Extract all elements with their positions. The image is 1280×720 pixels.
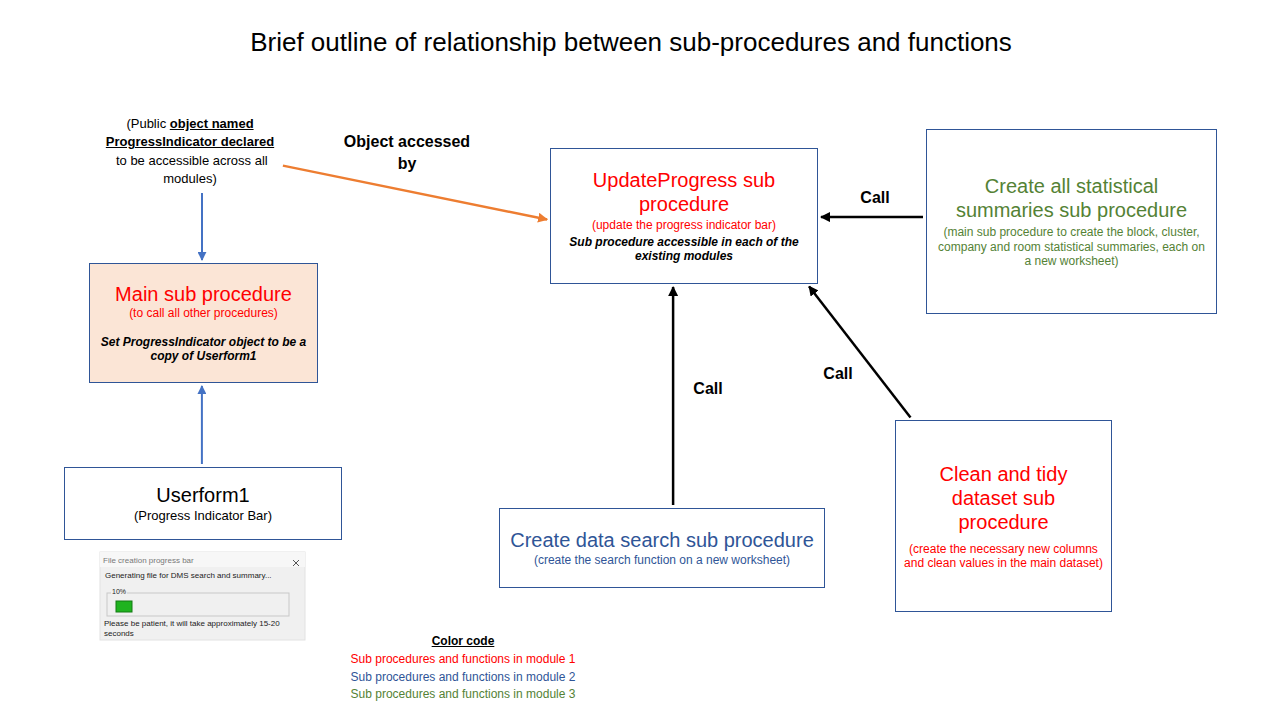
legend-entry: Sub procedures and functions in module 2	[300, 669, 626, 687]
node-body: (create the necessary new columns and cl…	[904, 542, 1103, 571]
node-heading: Clean and tidy dataset sub procedure	[904, 462, 1103, 534]
window-titlebar	[100, 552, 305, 567]
process-box: Clean and tidy dataset sub procedure (cre…	[895, 420, 1112, 612]
edge-label: Call	[853, 187, 897, 209]
node-body: Sub procedure accessible in each of the …	[559, 235, 809, 264]
connector-arrow	[201, 193, 203, 260]
group-frame	[107, 593, 289, 616]
status-text: Generating file for DMS search and summa…	[105, 571, 295, 581]
legend-text: Sub procedures and functions in module 2	[351, 670, 576, 684]
userform-box: Userform1(Progress Indicator Bar)	[64, 467, 342, 540]
connector-arrow	[283, 166, 547, 220]
edge-label: Call	[816, 363, 860, 385]
legend-entry: Sub procedures and functions in module 3	[300, 686, 626, 704]
node-body: to be accessible across all modules)	[116, 153, 268, 186]
percent-text: 10%	[111, 588, 127, 596]
node-body: (create the search function on a new wor…	[508, 553, 816, 567]
node-heading: UpdateProgress sub procedure	[559, 168, 809, 216]
process-box: Main sub procedure(to call all other pro…	[89, 263, 318, 383]
window-title: File creation progress bar	[103, 556, 273, 566]
node-body: Set ProgressIndicator object to be a cop…	[98, 335, 309, 364]
connector-arrow	[809, 286, 910, 417]
process-box: UpdateProgress sub procedure (update the …	[550, 148, 818, 284]
progress-fill	[116, 601, 132, 612]
process-box: Create all statistical summaries sub pro…	[926, 129, 1217, 314]
node-heading: (Public	[126, 116, 166, 131]
note-text: Please be patient, it will take approxim…	[104, 619, 296, 638]
legend-text: Sub procedures and functions in module 1	[351, 652, 576, 666]
window-frame	[100, 552, 305, 640]
close-icon	[293, 560, 299, 566]
diagram-title: Brief outline of relationship between su…	[0, 27, 1262, 58]
connector-arrow	[672, 287, 675, 505]
node-body: (Progress Indicator Bar)	[73, 508, 333, 524]
legend-entry: Sub procedures and functions in module 1	[300, 651, 626, 669]
node-body: (update the progress indicator bar)	[559, 218, 809, 232]
node-heading: Userform1	[73, 483, 333, 507]
node-heading: Create all statistical summaries sub pro…	[935, 174, 1208, 222]
legend-heading: Color code	[300, 634, 626, 648]
connector-arrow	[821, 216, 923, 219]
legend: Sub procedures and functions in module 1…	[300, 651, 626, 704]
declaration-note: (Publicobject named ProgressIndicator de…	[100, 112, 280, 190]
process-box: Create data search sub procedure(create …	[499, 508, 825, 588]
close-icon	[293, 560, 299, 566]
node-body: (to call all other procedures)	[98, 306, 309, 320]
node-heading: Create data search sub procedure	[508, 528, 816, 552]
node-body: (main sub procedure to create the block,…	[935, 225, 1208, 268]
edge-label: Object accessed by	[336, 131, 478, 174]
legend-text: Sub procedures and functions in module 3	[351, 687, 576, 701]
node-heading: Main sub procedure	[98, 282, 309, 306]
connector-arrow	[201, 386, 203, 464]
edge-label: Call	[686, 378, 730, 400]
